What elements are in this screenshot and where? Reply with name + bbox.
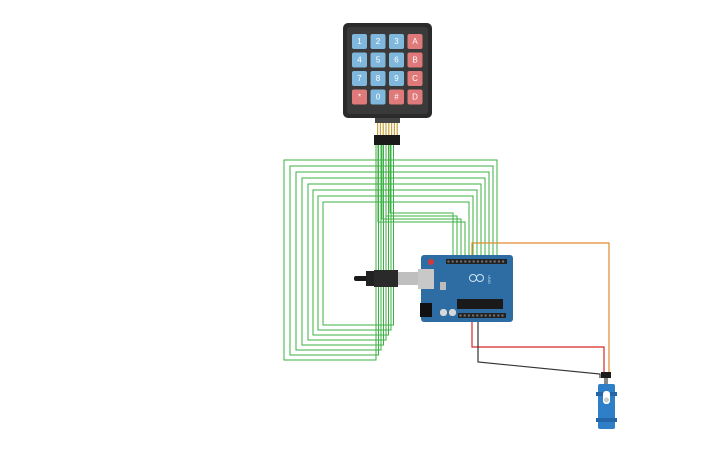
keypad-key[interactable]: 4 bbox=[352, 52, 367, 68]
servo-body bbox=[598, 384, 615, 429]
usb-plug-metal bbox=[398, 272, 418, 285]
servo-cable bbox=[604, 378, 608, 384]
power-jack[interactable] bbox=[420, 303, 432, 317]
usb-cable[interactable] bbox=[354, 270, 418, 287]
keypad-key-label: 4 bbox=[357, 56, 362, 65]
servo-power-wire[interactable] bbox=[471, 322, 605, 378]
atmega-chip bbox=[457, 299, 503, 309]
arduino-logo-icon bbox=[469, 274, 484, 282]
servo-horn[interactable] bbox=[603, 391, 610, 404]
digital-pin-header[interactable] bbox=[446, 259, 507, 264]
keypad-key-label: 3 bbox=[394, 37, 399, 46]
usb-cable-end bbox=[354, 276, 368, 281]
keypad-key[interactable]: 2 bbox=[370, 34, 386, 49]
keypad-wire[interactable] bbox=[389, 145, 454, 259]
keypad-key-label: 8 bbox=[376, 74, 381, 83]
keypad-key-label: 7 bbox=[357, 74, 362, 83]
keypad-key-label: 6 bbox=[394, 56, 399, 65]
keypad-key-label: 5 bbox=[376, 56, 381, 65]
keypad-key-label: 2 bbox=[376, 37, 381, 46]
arduino-uno-board[interactable]: UNO bbox=[418, 255, 513, 322]
keypad-wire[interactable] bbox=[385, 145, 458, 259]
crystal bbox=[440, 282, 446, 290]
keypad-key[interactable]: 8 bbox=[370, 71, 386, 86]
keypad-ribbon bbox=[375, 118, 400, 123]
keypad-key[interactable]: 1 bbox=[352, 34, 367, 49]
keypad-wire[interactable] bbox=[377, 145, 466, 259]
analog-pins bbox=[459, 314, 504, 317]
servo-motor[interactable] bbox=[596, 372, 617, 429]
keypad-4x4[interactable]: 1 2 3 A 4 5 6 B 7 8 9 C * 0 # D bbox=[343, 23, 432, 145]
keypad-key[interactable]: 3 bbox=[389, 34, 404, 49]
keypad-key[interactable]: 0 bbox=[370, 89, 386, 105]
keypad-key-label: # bbox=[394, 93, 399, 102]
keypad-key-label: B bbox=[412, 56, 417, 65]
keypad-wire[interactable] bbox=[322, 145, 470, 326]
keypad-key-label: 9 bbox=[394, 74, 399, 83]
keypad-wire[interactable] bbox=[317, 145, 474, 331]
servo-signal-wire[interactable] bbox=[471, 242, 610, 378]
digital-pins bbox=[447, 260, 505, 263]
servo-connector[interactable] bbox=[601, 372, 611, 378]
keypad-wire[interactable] bbox=[307, 145, 482, 341]
keypad-connector[interactable] bbox=[374, 135, 400, 145]
keypad-key[interactable]: 5 bbox=[370, 52, 386, 68]
keypad-wire-bundle[interactable] bbox=[283, 145, 498, 361]
keypad-key[interactable]: * bbox=[352, 89, 367, 105]
keypad-key[interactable]: 9 bbox=[389, 71, 404, 86]
capacitor bbox=[449, 309, 456, 316]
keypad-key-label: * bbox=[358, 93, 361, 102]
reset-button[interactable] bbox=[428, 259, 434, 265]
board-label: UNO bbox=[487, 275, 492, 284]
keypad-wire[interactable] bbox=[301, 145, 486, 346]
usb-strain-relief bbox=[366, 271, 376, 286]
servo-mount-tab bbox=[596, 418, 617, 422]
capacitor bbox=[440, 309, 447, 316]
keypad-wire[interactable] bbox=[295, 145, 490, 351]
keypad-key-label: C bbox=[412, 74, 418, 83]
keypad-wire[interactable] bbox=[283, 145, 498, 361]
keypad-key-label: 0 bbox=[376, 93, 381, 102]
keypad-key[interactable]: A bbox=[407, 34, 423, 49]
keypad-key-label: D bbox=[412, 93, 418, 102]
usb-port[interactable] bbox=[418, 269, 434, 289]
keypad-key[interactable]: D bbox=[407, 89, 423, 105]
keypad-key[interactable]: B bbox=[407, 52, 423, 68]
keypad-key[interactable]: # bbox=[389, 89, 404, 105]
keypad-wire[interactable] bbox=[381, 145, 462, 259]
keypad-key-label: A bbox=[412, 37, 418, 46]
arduino-pcb bbox=[421, 255, 513, 322]
keypad-pins bbox=[377, 123, 398, 135]
usb-plug-housing bbox=[374, 270, 398, 287]
keypad-key[interactable]: 7 bbox=[352, 71, 367, 86]
keypad-key-label: 1 bbox=[357, 37, 362, 46]
servo-ground-wire[interactable] bbox=[477, 322, 601, 378]
keypad-key[interactable]: 6 bbox=[389, 52, 404, 68]
keypad-key[interactable]: C bbox=[407, 71, 423, 86]
keypad-wire[interactable] bbox=[312, 145, 478, 336]
keypad-wire[interactable] bbox=[289, 145, 494, 356]
